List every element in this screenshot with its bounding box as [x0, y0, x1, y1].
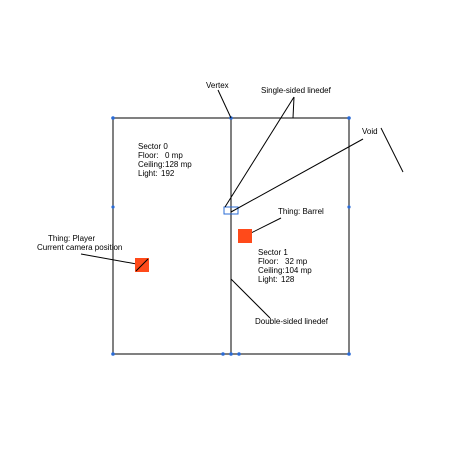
sector-0-ceiling-value: 128 mp [165, 160, 192, 169]
player-label-1: Thing: Player [48, 234, 95, 243]
double-sided-leader [230, 278, 271, 319]
sector-0-light-label: Light: [138, 169, 158, 178]
sector-1-info: Sector 1 Floor: 32 mp Ceiling: 104 mp Li… [258, 248, 312, 284]
vertex-marker [229, 352, 233, 356]
void-label: Void [362, 127, 378, 136]
single-sided-leader-2 [224, 96, 295, 208]
vertex-marker [347, 116, 351, 120]
void-leader [230, 138, 364, 213]
vertex-marker [221, 352, 225, 356]
vertex-marker [111, 352, 115, 356]
vertex-marker [347, 352, 351, 356]
vertices [111, 116, 351, 356]
player-label-2: Current camera position [37, 243, 122, 252]
sector-1-floor-value: 32 mp [285, 257, 308, 266]
barrel-label: Thing: Barrel [278, 207, 324, 216]
sector-0-title: Sector 0 [138, 142, 168, 151]
vertex-marker [347, 205, 351, 209]
highlight-box [223, 206, 239, 215]
sector-1-floor-label: Floor: [258, 257, 278, 266]
player-leader [80, 253, 143, 266]
leader-lines [80, 89, 404, 319]
vertex-label: Vertex [206, 81, 229, 90]
sector-1-light-label: Light: [258, 275, 278, 284]
sector-1-light-value: 128 [281, 275, 295, 284]
sector-0-floor-value: 0 mp [165, 151, 183, 160]
barrel-thing [238, 229, 252, 243]
double-sided-label: Double-sided linedef [255, 317, 329, 326]
sector-0-floor-label: Floor: [138, 151, 158, 160]
player-direction [135, 258, 149, 272]
sector-0-ceiling-label: Ceiling: [138, 160, 165, 169]
sector-1-ceiling-value: 104 mp [285, 266, 312, 275]
single-sided-leader [292, 96, 295, 119]
sector-0-info: Sector 0 Floor: 0 mp Ceiling: 128 mp Lig… [138, 142, 192, 178]
sector-1-ceiling-label: Ceiling: [258, 266, 285, 275]
vertex-leader [217, 89, 232, 119]
single-sided-label: Single-sided linedef [261, 86, 332, 95]
vertex-marker [237, 352, 241, 356]
vertex-marker [111, 205, 115, 209]
void-leader-out [380, 127, 404, 173]
vertex-marker [111, 116, 115, 120]
sector-1-title: Sector 1 [258, 248, 288, 257]
sector-0-light-value: 192 [161, 169, 175, 178]
